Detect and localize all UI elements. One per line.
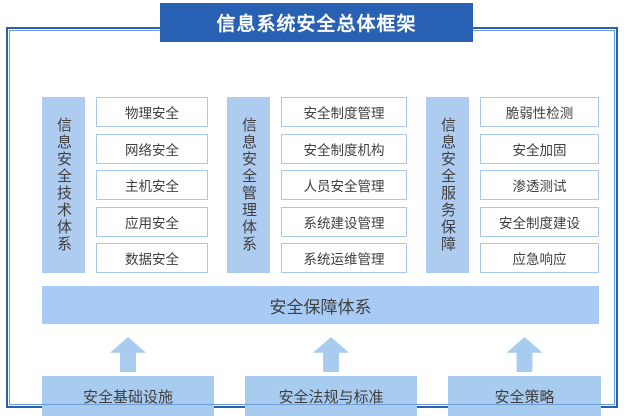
foundation-row: 安全基础设施 安全法规与标准 安全策略 (42, 334, 601, 416)
foundation-cell: 安全法规与标准 (245, 334, 417, 416)
foundation-box[interactable]: 安全策略 (448, 376, 601, 416)
item-box[interactable]: 人员安全管理 (281, 170, 407, 200)
column-label-service: 信息安全服务保障 (426, 97, 469, 273)
item-box[interactable]: 脆弱性检测 (480, 97, 599, 127)
column-label-technology: 信息安全技术体系 (42, 97, 85, 273)
column-management: 信息安全管理体系 安全制度管理 安全制度机构 人员安全管理 系统建设管理 系统运… (227, 97, 407, 273)
item-box[interactable]: 系统运维管理 (281, 243, 407, 273)
item-box[interactable]: 网络安全 (96, 133, 208, 164)
item-box[interactable]: 主机安全 (96, 170, 208, 200)
item-box[interactable]: 应急响应 (480, 243, 599, 273)
item-box[interactable]: 系统建设管理 (281, 206, 407, 237)
item-box[interactable]: 安全制度机构 (281, 133, 407, 164)
up-arrow-icon (110, 337, 146, 372)
item-box[interactable]: 物理安全 (96, 97, 208, 127)
column-items-management: 安全制度管理 安全制度机构 人员安全管理 系统建设管理 系统运维管理 (281, 97, 407, 273)
foundation-box[interactable]: 安全基础设施 (42, 376, 214, 416)
item-box[interactable]: 安全制度管理 (281, 97, 407, 127)
assurance-band: 安全保障体系 (42, 286, 599, 324)
columns-area: 信息安全技术体系 物理安全 网络安全 主机安全 应用安全 数据安全 信息安全管理… (42, 97, 599, 273)
page-title: 信息系统安全总体框架 (160, 3, 473, 42)
diagram-frame: 信息安全技术体系 物理安全 网络安全 主机安全 应用安全 数据安全 信息安全管理… (6, 27, 618, 416)
item-box[interactable]: 数据安全 (96, 243, 208, 273)
column-items-technology: 物理安全 网络安全 主机安全 应用安全 数据安全 (96, 97, 208, 273)
up-arrow-icon (506, 337, 543, 372)
foundation-cell: 安全策略 (448, 334, 601, 416)
item-box[interactable]: 安全加固 (480, 133, 599, 164)
item-box[interactable]: 安全制度建设 (480, 206, 599, 237)
item-box[interactable]: 渗透测试 (480, 170, 599, 200)
up-arrow-icon (313, 337, 349, 372)
foundation-cell: 安全基础设施 (42, 334, 214, 416)
column-items-service: 脆弱性检测 安全加固 渗透测试 安全制度建设 应急响应 (480, 97, 599, 273)
column-service: 信息安全服务保障 脆弱性检测 安全加固 渗透测试 安全制度建设 应急响应 (426, 97, 599, 273)
foundation-box[interactable]: 安全法规与标准 (245, 376, 417, 416)
column-technology: 信息安全技术体系 物理安全 网络安全 主机安全 应用安全 数据安全 (42, 97, 208, 273)
item-box[interactable]: 应用安全 (96, 206, 208, 237)
column-label-management: 信息安全管理体系 (227, 97, 270, 273)
